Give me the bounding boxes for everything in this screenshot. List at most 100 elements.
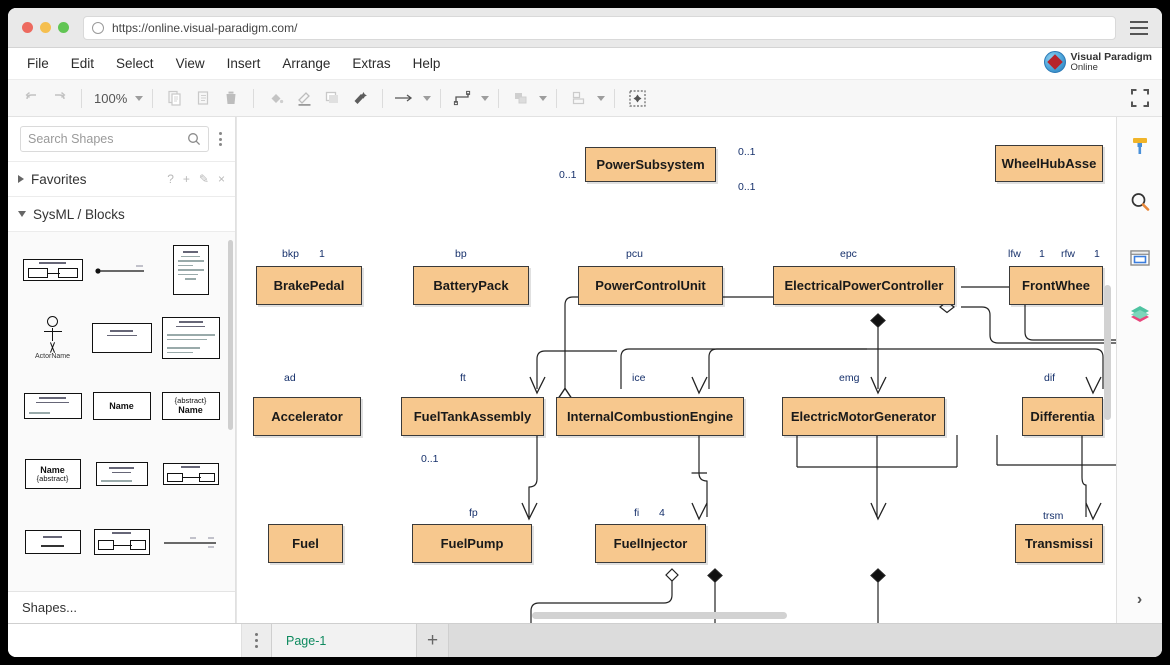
sidebar-section-favorites[interactable]: Favorites ? + ✎ × <box>8 162 235 197</box>
diagram-block-batterypack[interactable]: BatteryPack <box>413 266 529 305</box>
palette-shape-name-abstract-block[interactable]: Name {abstract} <box>18 448 87 500</box>
page-tab-page-1[interactable]: Page-1 <box>272 624 417 657</box>
diagram-block-fuel[interactable]: Fuel <box>268 524 343 563</box>
diagram-block-brakepedal[interactable]: BrakePedal <box>256 266 362 305</box>
layers-icon[interactable] <box>1127 301 1153 327</box>
paste-icon[interactable] <box>190 85 216 111</box>
diagram-block-internalcombustionengine[interactable]: InternalCombustionEngine <box>556 397 744 436</box>
search-input[interactable]: Search Shapes <box>20 126 209 152</box>
palette-shape-directed-association[interactable] <box>87 244 156 296</box>
search-icon[interactable] <box>187 132 201 146</box>
chevron-down-icon[interactable] <box>423 95 432 101</box>
format-painter-icon[interactable] <box>347 85 373 111</box>
diagram-block-frontwheel[interactable]: FrontWhee <box>1009 266 1103 305</box>
help-icon[interactable]: ? <box>167 172 174 186</box>
trash-icon[interactable] <box>218 85 244 111</box>
palette-scrollbar[interactable] <box>228 240 233 430</box>
edit-icon[interactable]: ✎ <box>198 172 209 186</box>
format-paint-icon[interactable] <box>1127 133 1153 159</box>
line-color-icon[interactable] <box>291 85 317 111</box>
diagram-block-powercontrolunit[interactable]: PowerControlUnit <box>578 266 723 305</box>
diagram-block-powersubsystem[interactable]: PowerSubsystem <box>585 147 716 182</box>
diagram-block-fueltankassembly[interactable]: FuelTankAssembly <box>401 397 544 436</box>
diagram-block-label: PowerSubsystem <box>596 157 705 172</box>
align-icon[interactable] <box>566 85 592 111</box>
waypoint-style-icon[interactable] <box>450 85 476 111</box>
chevron-down-icon[interactable] <box>135 95 144 101</box>
add-page-button[interactable]: + <box>417 624 449 657</box>
palette-shape-stereotyped-dimension[interactable] <box>156 584 225 591</box>
palette-shape-block-association[interactable] <box>18 244 87 296</box>
diagram-block-wheelhubassembly[interactable]: WheelHubAsse <box>995 145 1103 182</box>
menu-view[interactable]: View <box>175 56 205 71</box>
window-controls[interactable] <box>18 22 77 33</box>
canvas-horizontal-scrollbar[interactable] <box>532 612 787 619</box>
group-icon[interactable] <box>508 85 534 111</box>
close-window-button[interactable] <box>22 22 33 33</box>
palette-shape-stereotyped-block[interactable] <box>87 312 156 364</box>
palette-shape-value-block[interactable] <box>156 312 225 364</box>
palette-shape-stereotype-block[interactable] <box>18 380 87 432</box>
diagram-block-differential[interactable]: Differentia <box>1022 397 1103 436</box>
palette-shape-block-compartments[interactable] <box>156 244 225 296</box>
page-options-icon[interactable] <box>242 624 272 657</box>
palette-shape-constraint-block[interactable] <box>87 448 156 500</box>
undo-icon[interactable] <box>18 85 44 111</box>
palette-shape-titled-box[interactable] <box>18 516 87 568</box>
menu-edit[interactable]: Edit <box>70 56 95 71</box>
close-icon[interactable]: × <box>217 172 225 186</box>
chevron-down-icon[interactable] <box>18 211 26 217</box>
diagram-block-fuelinjector[interactable]: FuelInjector <box>595 524 706 563</box>
palette-shape-actor[interactable]: ActorName <box>18 312 87 364</box>
diagram-block-fuelpump[interactable]: FuelPump <box>412 524 532 563</box>
outline-panel-icon[interactable] <box>1127 245 1153 271</box>
menu-insert[interactable]: Insert <box>226 56 261 71</box>
menu-help[interactable]: Help <box>412 56 441 71</box>
address-bar[interactable]: https://online.visual-paradigm.com/ <box>83 15 1116 40</box>
right-toolbar: › <box>1116 117 1162 623</box>
palette-shape-abstract-block[interactable]: {abstract} Name <box>156 380 225 432</box>
chevron-right-icon[interactable] <box>18 175 24 183</box>
connector-style-icon[interactable] <box>392 85 418 111</box>
palette-shape-part-association[interactable] <box>156 448 225 500</box>
fit-page-icon[interactable] <box>624 85 650 111</box>
diagram-block-electricalpowercontroller[interactable]: ElectricalPowerController <box>773 266 955 305</box>
menu-extras[interactable]: Extras <box>352 56 391 71</box>
diagram-block-electricmotorgenerator[interactable]: ElectricMotorGenerator <box>782 397 945 436</box>
fullscreen-icon[interactable] <box>1130 88 1150 108</box>
main-area: Search Shapes Favorites ? + ✎ × <box>8 117 1162 623</box>
palette-shape-composite-block[interactable] <box>87 516 156 568</box>
menu-select[interactable]: Select <box>116 56 154 71</box>
palette-shape-abstract-label: {abstract} <box>36 473 69 483</box>
add-icon[interactable]: + <box>182 172 190 186</box>
chevron-right-icon[interactable]: › <box>1136 591 1143 608</box>
more-shapes-button[interactable]: Shapes... <box>8 591 235 623</box>
menu-arrange[interactable]: Arrange <box>282 56 331 71</box>
redo-icon[interactable] <box>46 85 72 111</box>
maximize-window-button[interactable] <box>58 22 69 33</box>
sidebar-section-sysml-blocks[interactable]: SysML / Blocks <box>8 197 235 232</box>
visual-paradigm-logo: Visual Paradigm Online <box>1044 51 1152 73</box>
canvas-vertical-scrollbar[interactable] <box>1104 285 1111 420</box>
chevron-down-icon[interactable] <box>539 95 548 101</box>
chevron-down-icon[interactable] <box>481 95 490 101</box>
fill-color-icon[interactable] <box>263 85 289 111</box>
palette-shape-plain-connector[interactable] <box>156 516 225 568</box>
palette-shape-name-block[interactable]: Name <box>87 380 156 432</box>
menu-file[interactable]: File <box>27 56 49 71</box>
minimize-window-button[interactable] <box>40 22 51 33</box>
hamburger-icon[interactable] <box>1126 15 1152 41</box>
kebab-menu-icon[interactable] <box>213 132 227 146</box>
zoom-level-label[interactable]: 100% <box>94 90 128 106</box>
copy-icon[interactable] <box>162 85 188 111</box>
diagram-block-accelerator[interactable]: Accelerator <box>253 397 361 436</box>
palette-shape-stereotyped-value[interactable] <box>18 584 87 591</box>
reload-icon[interactable] <box>92 21 104 34</box>
shape-palette[interactable]: ActorName <box>8 232 235 591</box>
search-icon[interactable] <box>1127 189 1153 215</box>
palette-shape-stereotyped-unit[interactable] <box>87 584 156 591</box>
shadow-icon[interactable] <box>319 85 345 111</box>
diagram-block-transmission[interactable]: Transmissi <box>1015 524 1103 563</box>
chevron-down-icon[interactable] <box>597 95 606 101</box>
